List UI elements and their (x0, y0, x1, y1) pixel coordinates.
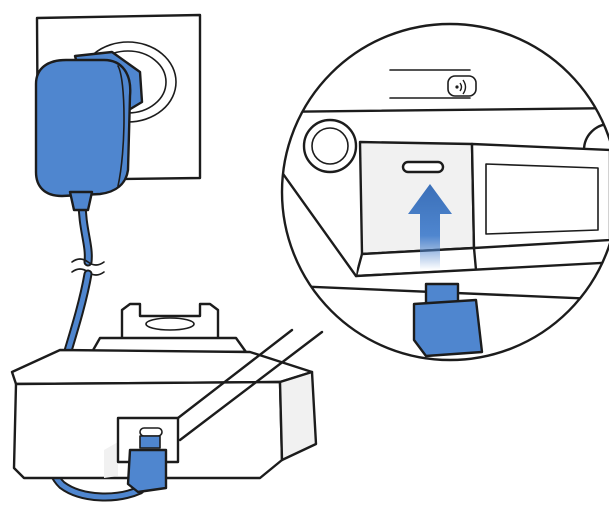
magnified-detail-view (280, 22, 609, 362)
power-adapter (34, 50, 144, 212)
usb-c-port-zoom (401, 160, 445, 174)
usb-c-plug (126, 435, 168, 494)
usb-c-plug-zoom (412, 282, 484, 358)
magnifier-leader-lines (176, 328, 324, 442)
usb-c-port (139, 427, 163, 437)
cable-break-mark (71, 258, 105, 266)
signal-waves-icon (455, 79, 467, 95)
insert-direction-arrow (408, 184, 452, 270)
